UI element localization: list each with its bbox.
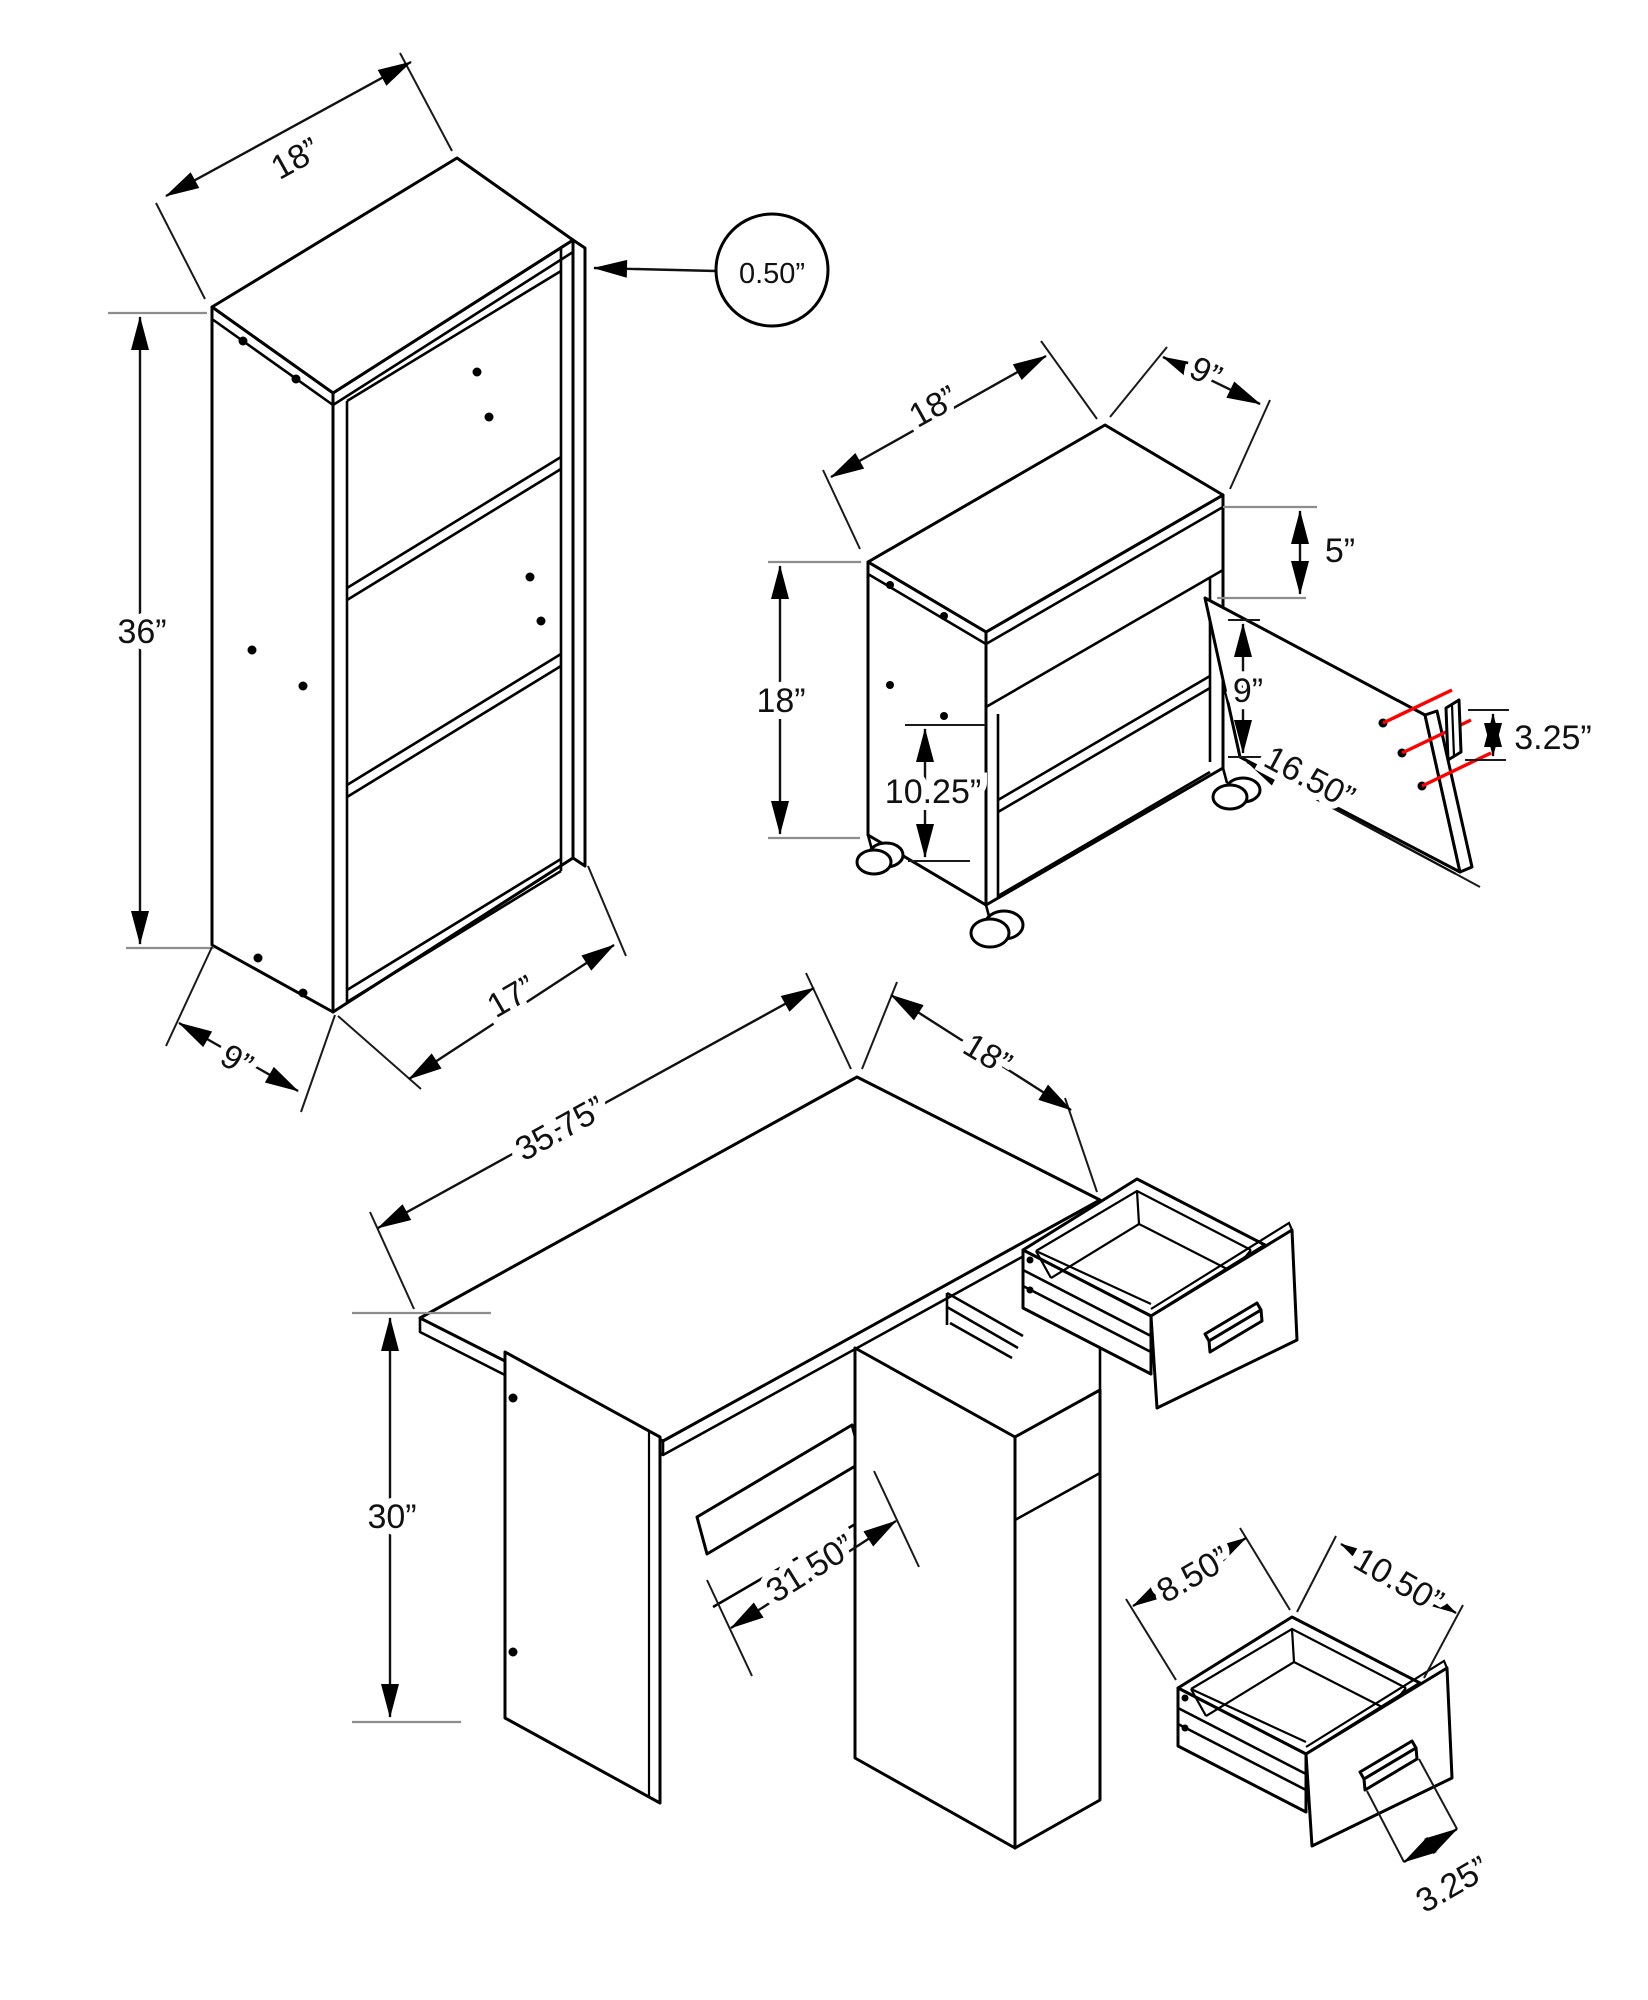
drawer-width-label: 10.50” xyxy=(1347,1540,1449,1621)
bookcase-thickness-label: 0.50” xyxy=(739,258,805,290)
cart-door-opening-label: 9” xyxy=(1233,672,1263,710)
bookcase-left-panel xyxy=(210,305,335,1014)
bookcase-shelf-width-label: 17” xyxy=(481,968,543,1025)
desk-left-panel xyxy=(503,1350,662,1805)
drawer-depth-label: 8.50” xyxy=(1150,1539,1236,1611)
thickness-callout-circle xyxy=(714,212,830,328)
desk-width-label: 35.75” xyxy=(509,1089,612,1169)
cart-height-label: 18” xyxy=(756,682,805,720)
bookcase-right-edge xyxy=(571,238,587,868)
desk-drawing: 35.75” 18” 30” 31.50” xyxy=(352,972,1299,1850)
drawer-box xyxy=(1176,1615,1454,1848)
bookcase-screw-holes xyxy=(238,336,546,998)
desk-pedestal-side xyxy=(853,1346,1017,1850)
cart-screw-holes xyxy=(886,581,948,794)
desk-pedestal-front xyxy=(1013,1388,1102,1850)
desk-depth-label: 18” xyxy=(957,1026,1019,1084)
bookcase-height-label: 36” xyxy=(117,613,166,651)
desk-height-label: 30” xyxy=(367,1498,416,1536)
cart-interior-height-label: 10.25” xyxy=(885,773,981,811)
drawer-detail-drawing: 8.50” 10.50” 3.25” xyxy=(1125,1527,1503,1928)
cart-drawing: 18” 9” 5” 18” 10.25” 9” 16.50” 3.25” xyxy=(749,340,1599,949)
cart-handle-label: 3.25” xyxy=(1514,719,1592,757)
cart-door-edge xyxy=(1423,709,1474,874)
cart-depth-label: 9” xyxy=(1183,349,1227,397)
bookcase-width-label: 18” xyxy=(265,130,326,187)
bookcase-depth-label: 9” xyxy=(214,1037,259,1085)
cart-width-label: 18” xyxy=(903,378,964,435)
drawer-handle-label: 3.25” xyxy=(1409,1849,1495,1921)
cart-top-height-label: 5” xyxy=(1325,532,1355,570)
bookcase-drawing: 18” 36” 9” 17” 0.50” xyxy=(108,52,830,1113)
caster-wheels xyxy=(855,767,1262,949)
desk-knee-width-label: 31.50” xyxy=(760,1527,862,1610)
